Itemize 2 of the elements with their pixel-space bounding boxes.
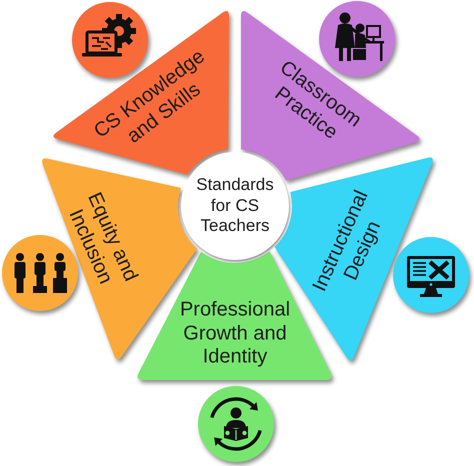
hub-label: Standards for CS Teachers <box>195 175 275 237</box>
segment-label: Professional Growth and Identity <box>178 298 292 370</box>
